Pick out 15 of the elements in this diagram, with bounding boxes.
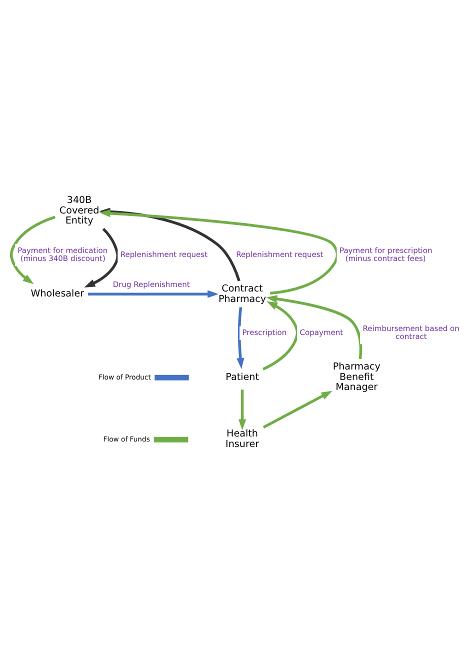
node-text: Wholesaler [30, 288, 84, 300]
arrow [238, 390, 246, 430]
node-text: Health Insurer [226, 428, 260, 450]
arrow [84, 228, 119, 288]
arrow [262, 301, 299, 370]
node-text: Patient [226, 372, 259, 383]
arrow [266, 295, 362, 360]
node-text: Pharmacy Benefit Manager [332, 362, 380, 394]
arrow [236, 307, 244, 369]
arrow [99, 209, 338, 295]
node-text: 340B Covered Entity [59, 195, 100, 227]
node-text: Contract Pharmacy [218, 283, 266, 305]
arrow [10, 216, 56, 284]
arrow [262, 390, 332, 429]
arrow [88, 290, 219, 298]
